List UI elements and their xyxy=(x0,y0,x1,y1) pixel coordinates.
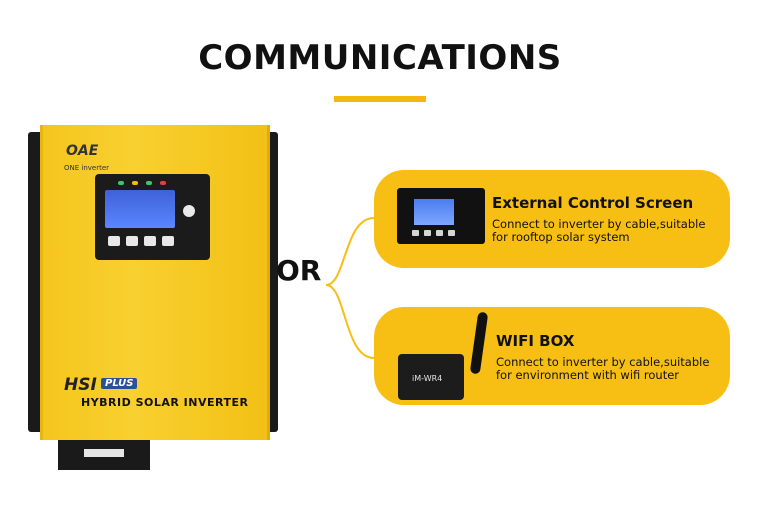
brand-logo-sub: ONE inverter xyxy=(64,164,110,172)
or-separator: OR xyxy=(276,254,322,287)
power-button xyxy=(183,205,195,217)
led-indicator xyxy=(146,181,152,185)
page-title: COMMUNICATIONS xyxy=(198,38,562,78)
external-screen-lcd xyxy=(414,199,454,225)
title-underline xyxy=(334,96,426,102)
external-screen-button xyxy=(412,230,419,236)
model-badge: PLUS xyxy=(101,378,138,389)
lcd-display xyxy=(105,190,175,228)
option-title: External Control Screen xyxy=(492,194,694,212)
warning-label xyxy=(84,449,124,457)
wifi-box-device-label: iM-WR4 xyxy=(412,374,443,383)
option-description: Connect to inverter by cable,suitable fo… xyxy=(492,217,706,244)
model-name: HYBRID SOLAR INVERTER xyxy=(81,396,249,409)
brand-logo: OAE xyxy=(66,143,99,159)
wifi-box-image xyxy=(398,354,464,400)
led-indicator xyxy=(118,181,124,185)
panel-button xyxy=(144,236,156,246)
external-screen-button xyxy=(448,230,455,236)
panel-button xyxy=(126,236,138,246)
option-description: Connect to inverter by cable,suitable fo… xyxy=(496,355,710,382)
led-indicator xyxy=(132,181,138,185)
model-prefix: HSI xyxy=(64,375,97,395)
external-screen-button xyxy=(424,230,431,236)
external-screen-button xyxy=(436,230,443,236)
led-indicator xyxy=(160,181,166,185)
option-title: WIFI BOX xyxy=(496,332,575,350)
panel-button xyxy=(108,236,120,246)
connector-lines xyxy=(326,217,375,359)
panel-button xyxy=(162,236,174,246)
